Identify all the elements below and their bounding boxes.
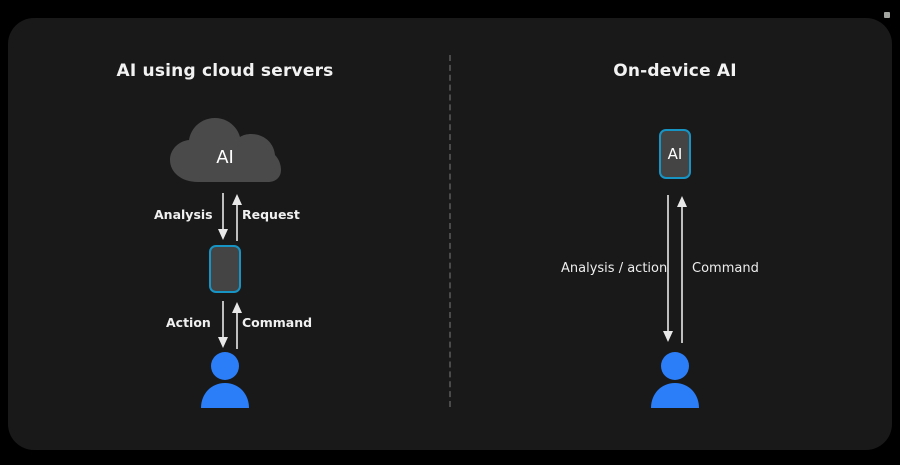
cloud-icon: AI [168,116,282,184]
arrow-request-up [230,193,244,241]
label-action: Action [166,315,211,330]
arrow-command-up [230,301,244,349]
person-icon-right [645,352,705,408]
corner-artifact [884,12,890,18]
label-request: Request [242,207,300,222]
label-command: Command [242,315,313,330]
label-analysis: Analysis [154,207,213,222]
label-command-right: Command [692,261,759,276]
arrow-command-right-up [675,195,689,343]
arrow-analysis-down [216,193,230,241]
phone-icon-left [209,245,241,293]
arrow-action-down [216,301,230,349]
label-analysis-action: Analysis / action [561,261,668,276]
right-column-title: On-device AI [613,61,737,81]
column-divider [449,55,451,407]
left-column-title: AI using cloud servers [116,61,334,81]
phone-icon-right: AI [659,129,691,179]
phone-right-label: AI [667,145,683,163]
arrow-analysis-action-down [661,195,675,343]
person-icon-left [195,352,255,408]
cloud-label: AI [216,146,234,168]
